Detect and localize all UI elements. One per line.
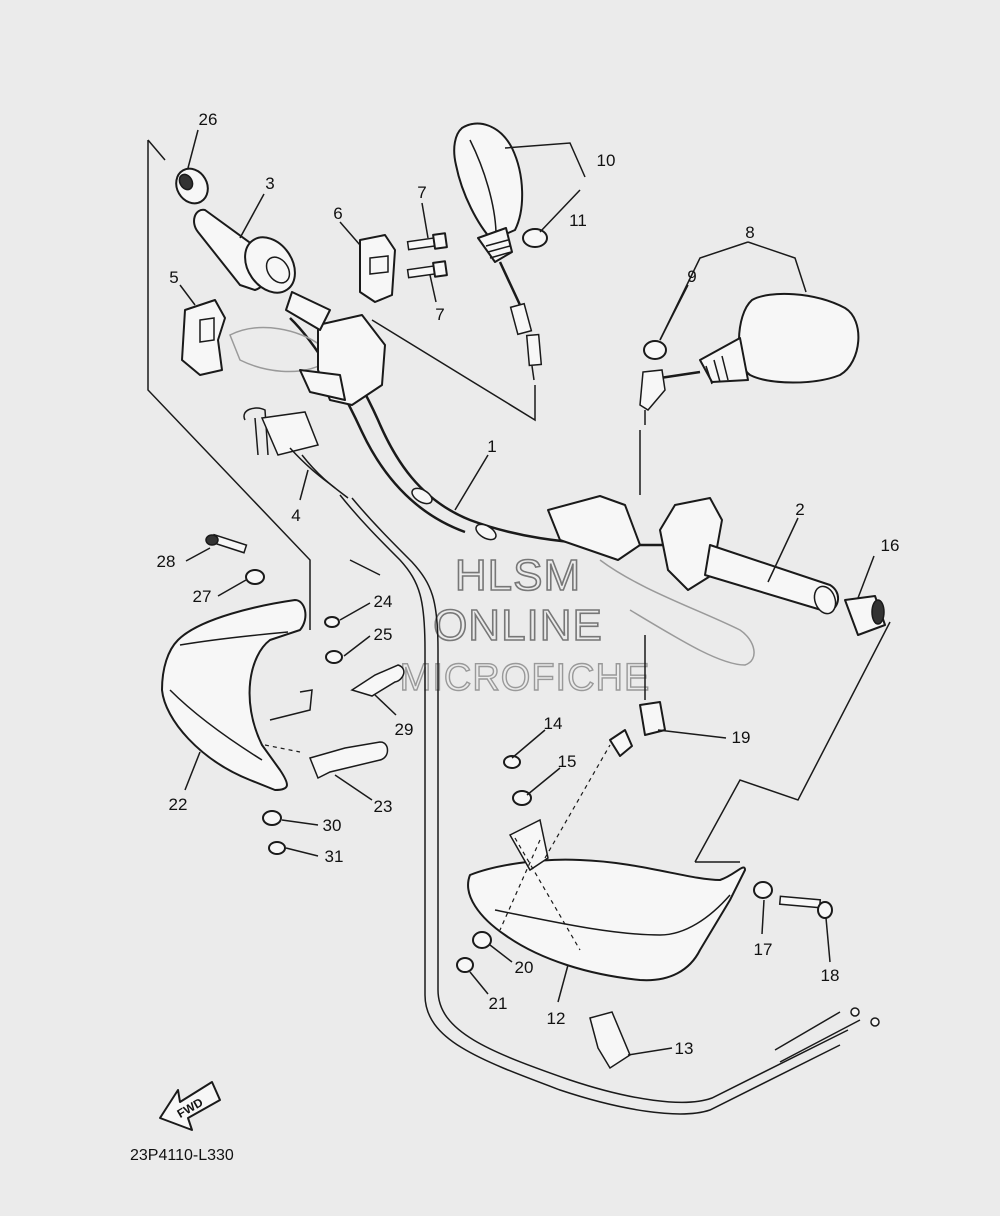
callout-26[interactable]: 26 [199, 110, 218, 129]
left-switch-housing[interactable] [229, 314, 386, 406]
screw-24-25[interactable] [324, 616, 343, 664]
callout-31[interactable]: 31 [325, 847, 344, 866]
callout-25[interactable]: 25 [374, 625, 393, 644]
watermark-line-1: HLSM [455, 551, 581, 600]
right-mirror[interactable] [639, 292, 860, 425]
reference-lines [147, 139, 891, 951]
right-bar-end-weight[interactable] [844, 595, 886, 636]
callout-7-upper[interactable]: 7 [417, 183, 426, 202]
callout-16[interactable]: 16 [881, 536, 900, 555]
callout-19[interactable]: 19 [732, 728, 751, 747]
callout-4[interactable]: 4 [291, 506, 300, 525]
callout-9[interactable]: 9 [687, 267, 696, 286]
callout-12[interactable]: 12 [547, 1009, 566, 1028]
cable-guide[interactable] [350, 664, 405, 697]
callout-15[interactable]: 15 [558, 752, 577, 771]
left-bar-end-weight[interactable] [170, 163, 214, 209]
right-grip[interactable] [704, 544, 839, 617]
callout-24[interactable]: 24 [374, 592, 393, 611]
callout-17[interactable]: 17 [754, 940, 773, 959]
leader-lines [179, 129, 875, 1056]
watermark-line-3: MICROFICHE [400, 657, 651, 699]
callout-22[interactable]: 22 [169, 795, 188, 814]
callout-7-lower[interactable]: 7 [435, 305, 444, 324]
screw-14-15[interactable] [503, 755, 532, 806]
callout-11[interactable]: 11 [569, 211, 587, 230]
callout-20[interactable]: 20 [515, 958, 534, 977]
hand-guard-stay-13[interactable] [589, 1011, 631, 1070]
callout-28[interactable]: 28 [157, 552, 176, 571]
callouts: 26 3 5 6 7 7 10 11 8 9 1 2 16 4 28 27 24… [157, 110, 900, 1058]
callout-3[interactable]: 3 [265, 174, 274, 193]
diagram-code: 23P4110-L330 [130, 1147, 234, 1164]
callout-5[interactable]: 5 [169, 268, 178, 287]
callout-2[interactable]: 2 [795, 500, 804, 519]
headlight-bracket[interactable] [308, 741, 389, 780]
callout-6[interactable]: 6 [333, 204, 342, 223]
callout-14[interactable]: 14 [544, 714, 563, 733]
callout-13[interactable]: 13 [675, 1039, 694, 1058]
throttle-cable[interactable] [243, 407, 880, 1115]
headlight-cowl[interactable] [161, 599, 313, 791]
screw-lower[interactable] [406, 260, 448, 279]
callout-8[interactable]: 8 [745, 223, 754, 242]
left-grip[interactable] [193, 208, 331, 331]
hand-guard[interactable] [467, 818, 746, 982]
screw-20-21[interactable] [456, 931, 492, 973]
callout-30[interactable]: 30 [323, 816, 342, 835]
holder-clamp[interactable] [359, 234, 396, 303]
watermark: HLSM ONLINE MICROFICHE [399, 550, 651, 700]
hand-guard-bracket-19[interactable] [609, 701, 666, 757]
left-mirror-cap[interactable] [522, 228, 548, 248]
forward-direction-arrow: FWD [159, 1081, 221, 1131]
screw-27-28[interactable] [205, 533, 265, 585]
right-mirror-cap[interactable] [643, 340, 667, 360]
callout-29[interactable]: 29 [395, 720, 414, 739]
callout-10[interactable]: 10 [597, 151, 616, 170]
callout-18[interactable]: 18 [821, 966, 840, 985]
callout-1[interactable]: 1 [487, 437, 496, 456]
callout-21[interactable]: 21 [489, 994, 508, 1013]
callout-23[interactable]: 23 [374, 797, 393, 816]
callout-27[interactable]: 27 [193, 587, 212, 606]
watermark-line-2: ONLINE [433, 601, 603, 650]
screw-upper[interactable] [406, 232, 448, 251]
screw-30-31[interactable] [262, 810, 286, 855]
left-bracket[interactable] [181, 299, 226, 376]
bolt-17-18[interactable] [753, 881, 833, 919]
left-mirror[interactable] [453, 122, 543, 381]
